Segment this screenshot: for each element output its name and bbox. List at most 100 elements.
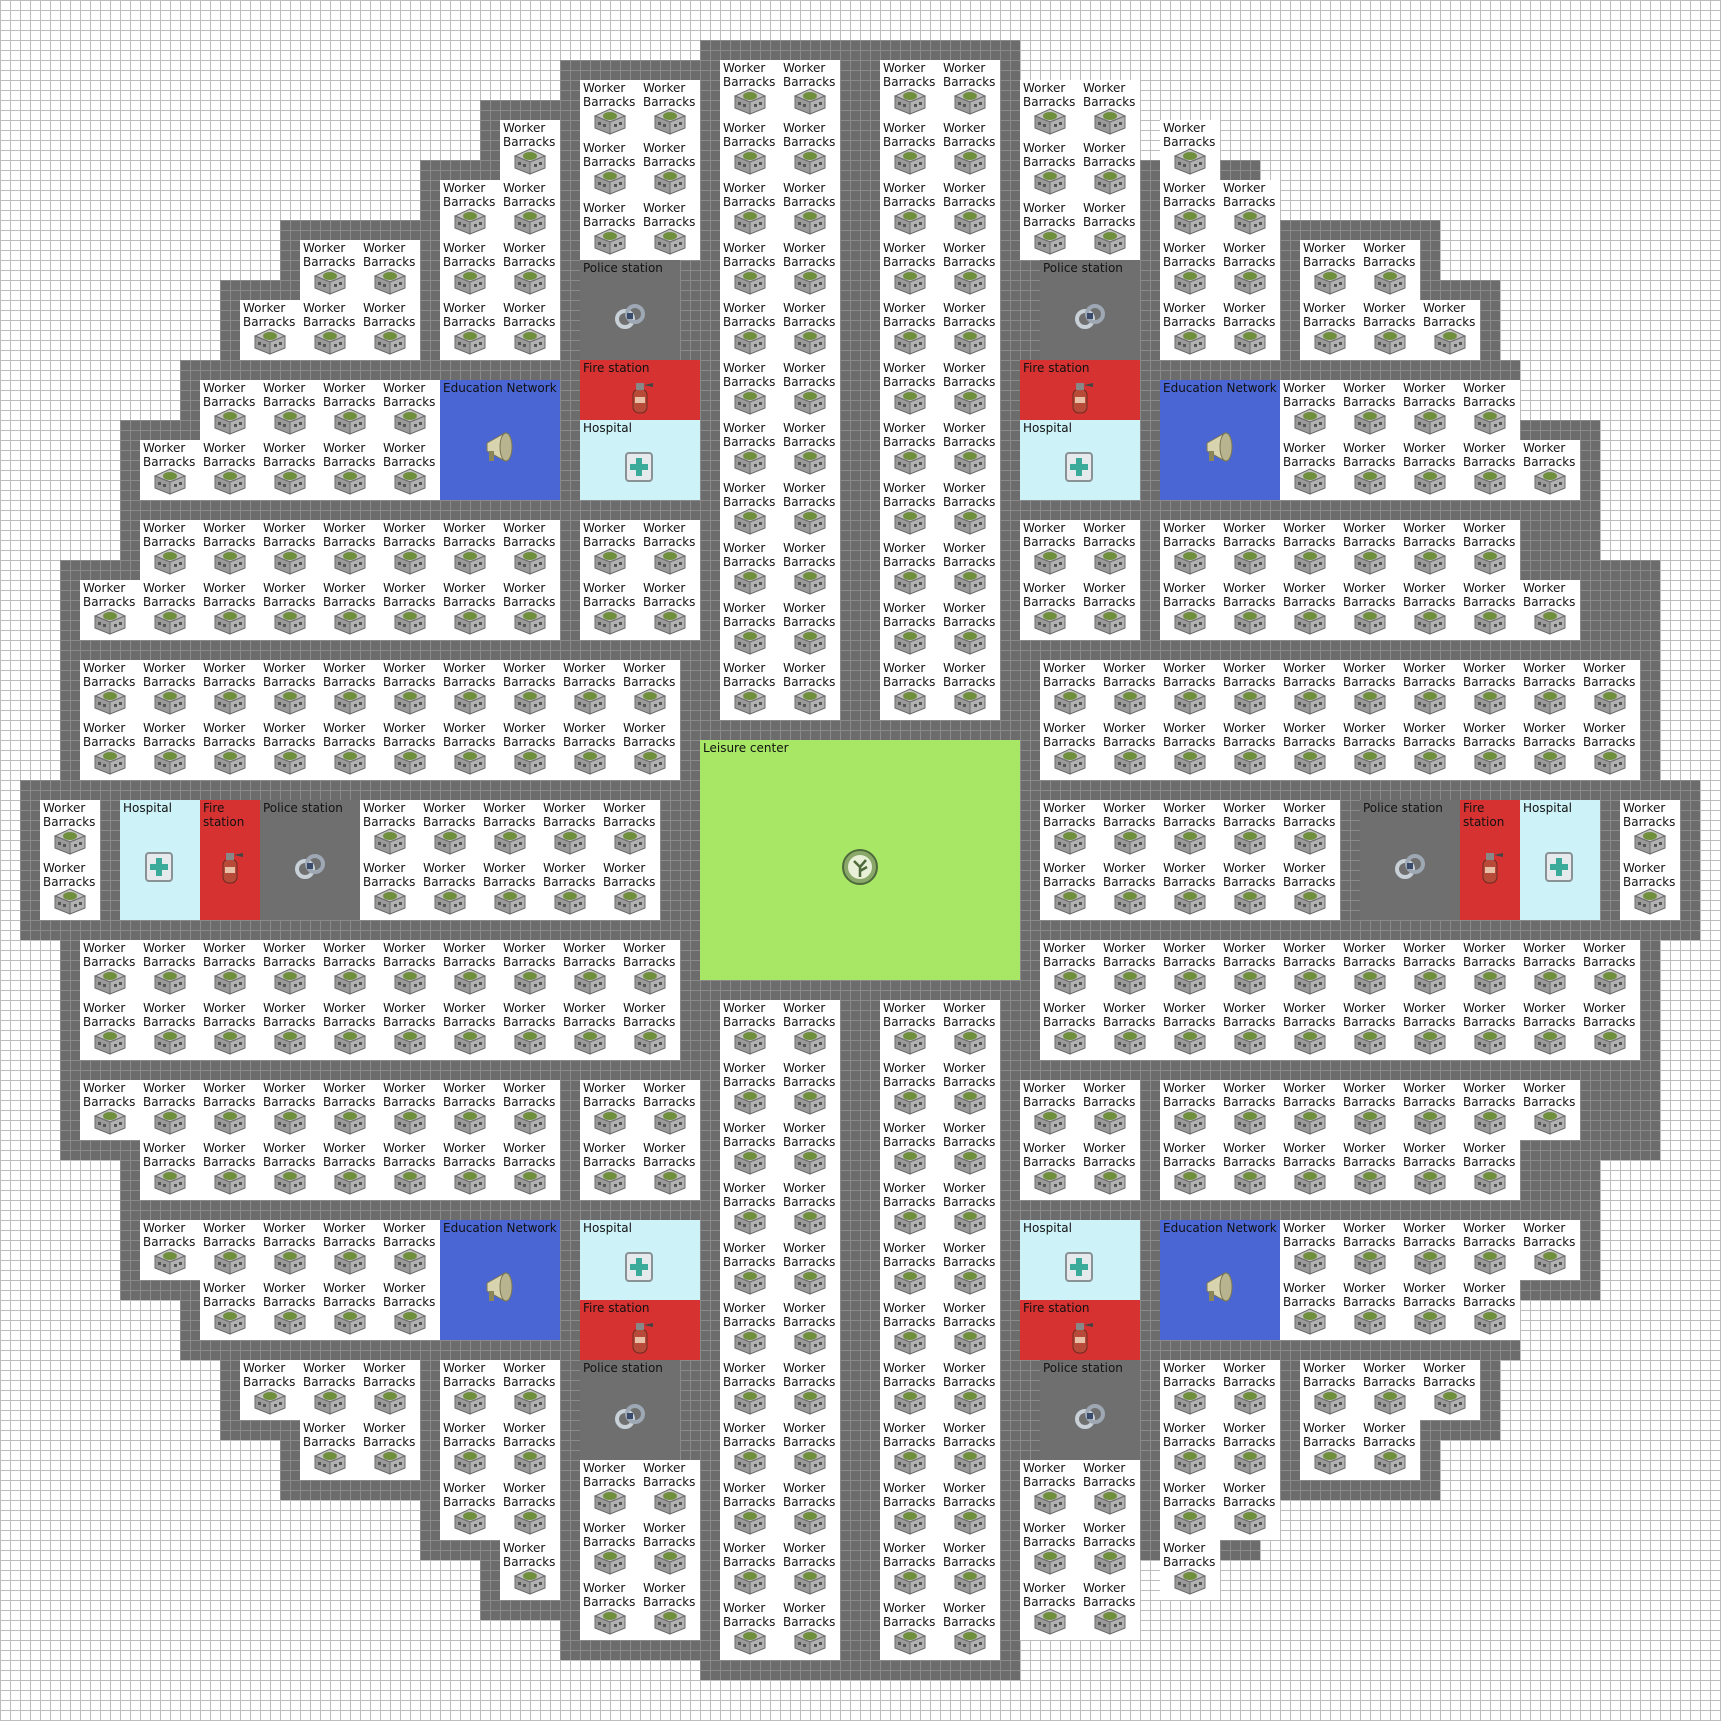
worker-barracks-tile[interactable]: Worker Barracks: [440, 180, 500, 240]
worker-barracks-tile[interactable]: Worker Barracks: [720, 420, 780, 480]
worker-barracks-tile[interactable]: Worker Barracks: [1160, 860, 1220, 920]
worker-barracks-tile[interactable]: Worker Barracks: [140, 1140, 200, 1200]
worker-barracks-tile[interactable]: Worker Barracks: [1280, 720, 1340, 780]
worker-barracks-tile[interactable]: Worker Barracks: [240, 1360, 300, 1420]
worker-barracks-tile[interactable]: Worker Barracks: [640, 200, 700, 260]
worker-barracks-tile[interactable]: Worker Barracks: [260, 660, 320, 720]
worker-barracks-tile[interactable]: Worker Barracks: [720, 60, 780, 120]
worker-barracks-tile[interactable]: Worker Barracks: [780, 240, 840, 300]
worker-barracks-tile[interactable]: Worker Barracks: [780, 120, 840, 180]
worker-barracks-tile[interactable]: Worker Barracks: [140, 940, 200, 1000]
worker-barracks-tile[interactable]: Worker Barracks: [1340, 1000, 1400, 1060]
worker-barracks-tile[interactable]: Worker Barracks: [1280, 1000, 1340, 1060]
worker-barracks-tile[interactable]: Worker Barracks: [880, 1060, 940, 1120]
worker-barracks-tile[interactable]: Worker Barracks: [1220, 1480, 1280, 1540]
worker-barracks-tile[interactable]: Worker Barracks: [1160, 1080, 1220, 1140]
worker-barracks-tile[interactable]: Worker Barracks: [940, 420, 1000, 480]
worker-barracks-tile[interactable]: Worker Barracks: [200, 720, 260, 780]
worker-barracks-tile[interactable]: Worker Barracks: [1080, 1140, 1140, 1200]
worker-barracks-tile[interactable]: Worker Barracks: [940, 1120, 1000, 1180]
worker-barracks-tile[interactable]: Worker Barracks: [1280, 1220, 1340, 1280]
worker-barracks-tile[interactable]: Worker Barracks: [940, 660, 1000, 720]
education-building[interactable]: Education Network: [440, 380, 560, 500]
worker-barracks-tile[interactable]: Worker Barracks: [720, 600, 780, 660]
worker-barracks-tile[interactable]: Worker Barracks: [1400, 1000, 1460, 1060]
worker-barracks-tile[interactable]: Worker Barracks: [620, 1000, 680, 1060]
worker-barracks-tile[interactable]: Worker Barracks: [1460, 1000, 1520, 1060]
worker-barracks-tile[interactable]: Worker Barracks: [1160, 580, 1220, 640]
worker-barracks-tile[interactable]: Worker Barracks: [940, 600, 1000, 660]
worker-barracks-tile[interactable]: Worker Barracks: [1520, 660, 1580, 720]
worker-barracks-tile[interactable]: Worker Barracks: [1300, 240, 1360, 300]
worker-barracks-tile[interactable]: Worker Barracks: [300, 300, 360, 360]
worker-barracks-tile[interactable]: Worker Barracks: [240, 300, 300, 360]
worker-barracks-tile[interactable]: Worker Barracks: [1400, 1280, 1460, 1340]
worker-barracks-tile[interactable]: Worker Barracks: [200, 1000, 260, 1060]
worker-barracks-tile[interactable]: Worker Barracks: [1280, 380, 1340, 440]
worker-barracks-tile[interactable]: Worker Barracks: [780, 480, 840, 540]
worker-barracks-tile[interactable]: Worker Barracks: [500, 940, 560, 1000]
worker-barracks-tile[interactable]: Worker Barracks: [260, 1000, 320, 1060]
worker-barracks-tile[interactable]: Worker Barracks: [780, 1420, 840, 1480]
hospital-building[interactable]: Hospital: [580, 420, 700, 500]
worker-barracks-tile[interactable]: Worker Barracks: [260, 940, 320, 1000]
worker-barracks-tile[interactable]: Worker Barracks: [560, 1000, 620, 1060]
worker-barracks-tile[interactable]: Worker Barracks: [1300, 1420, 1360, 1480]
worker-barracks-tile[interactable]: Worker Barracks: [580, 1140, 640, 1200]
worker-barracks-tile[interactable]: Worker Barracks: [440, 1000, 500, 1060]
worker-barracks-tile[interactable]: Worker Barracks: [1100, 660, 1160, 720]
worker-barracks-tile[interactable]: Worker Barracks: [880, 1360, 940, 1420]
worker-barracks-tile[interactable]: Worker Barracks: [720, 1060, 780, 1120]
worker-barracks-tile[interactable]: Worker Barracks: [1220, 1080, 1280, 1140]
worker-barracks-tile[interactable]: Worker Barracks: [780, 660, 840, 720]
hospital-building[interactable]: Hospital: [120, 800, 200, 920]
worker-barracks-tile[interactable]: Worker Barracks: [1460, 1220, 1520, 1280]
worker-barracks-tile[interactable]: Worker Barracks: [1360, 300, 1420, 360]
worker-barracks-tile[interactable]: Worker Barracks: [360, 1420, 420, 1480]
worker-barracks-tile[interactable]: Worker Barracks: [940, 1300, 1000, 1360]
worker-barracks-tile[interactable]: Worker Barracks: [1360, 240, 1420, 300]
worker-barracks-tile[interactable]: Worker Barracks: [940, 180, 1000, 240]
worker-barracks-tile[interactable]: Worker Barracks: [1160, 300, 1220, 360]
worker-barracks-tile[interactable]: Worker Barracks: [260, 380, 320, 440]
worker-barracks-tile[interactable]: Worker Barracks: [720, 540, 780, 600]
worker-barracks-tile[interactable]: Worker Barracks: [140, 440, 200, 500]
worker-barracks-tile[interactable]: Worker Barracks: [1340, 720, 1400, 780]
worker-barracks-tile[interactable]: Worker Barracks: [880, 240, 940, 300]
worker-barracks-tile[interactable]: Worker Barracks: [580, 200, 640, 260]
worker-barracks-tile[interactable]: Worker Barracks: [880, 1420, 940, 1480]
worker-barracks-tile[interactable]: Worker Barracks: [1040, 860, 1100, 920]
worker-barracks-tile[interactable]: Worker Barracks: [1080, 580, 1140, 640]
worker-barracks-tile[interactable]: Worker Barracks: [780, 180, 840, 240]
worker-barracks-tile[interactable]: Worker Barracks: [80, 580, 140, 640]
worker-barracks-tile[interactable]: Worker Barracks: [880, 1540, 940, 1600]
worker-barracks-tile[interactable]: Worker Barracks: [1100, 940, 1160, 1000]
worker-barracks-tile[interactable]: Worker Barracks: [1280, 440, 1340, 500]
worker-barracks-tile[interactable]: Worker Barracks: [780, 600, 840, 660]
worker-barracks-tile[interactable]: Worker Barracks: [380, 1280, 440, 1340]
worker-barracks-tile[interactable]: Worker Barracks: [440, 520, 500, 580]
worker-barracks-tile[interactable]: Worker Barracks: [1340, 380, 1400, 440]
worker-barracks-tile[interactable]: Worker Barracks: [440, 1420, 500, 1480]
worker-barracks-tile[interactable]: Worker Barracks: [580, 1520, 640, 1580]
worker-barracks-tile[interactable]: Worker Barracks: [1220, 1420, 1280, 1480]
worker-barracks-tile[interactable]: Worker Barracks: [720, 1240, 780, 1300]
worker-barracks-tile[interactable]: Worker Barracks: [1520, 1080, 1580, 1140]
worker-barracks-tile[interactable]: Worker Barracks: [1340, 940, 1400, 1000]
worker-barracks-tile[interactable]: Worker Barracks: [440, 300, 500, 360]
worker-barracks-tile[interactable]: Worker Barracks: [1040, 940, 1100, 1000]
worker-barracks-tile[interactable]: Worker Barracks: [140, 580, 200, 640]
worker-barracks-tile[interactable]: Worker Barracks: [500, 1540, 560, 1600]
worker-barracks-tile[interactable]: Worker Barracks: [1420, 300, 1480, 360]
worker-barracks-tile[interactable]: Worker Barracks: [500, 1480, 560, 1540]
worker-barracks-tile[interactable]: Worker Barracks: [880, 540, 940, 600]
worker-barracks-tile[interactable]: Worker Barracks: [880, 420, 940, 480]
worker-barracks-tile[interactable]: Worker Barracks: [500, 520, 560, 580]
worker-barracks-tile[interactable]: Worker Barracks: [540, 860, 600, 920]
worker-barracks-tile[interactable]: Worker Barracks: [1220, 520, 1280, 580]
worker-barracks-tile[interactable]: Worker Barracks: [1100, 1000, 1160, 1060]
worker-barracks-tile[interactable]: Worker Barracks: [380, 940, 440, 1000]
worker-barracks-tile[interactable]: Worker Barracks: [1400, 520, 1460, 580]
worker-barracks-tile[interactable]: Worker Barracks: [80, 660, 140, 720]
worker-barracks-tile[interactable]: Worker Barracks: [1520, 720, 1580, 780]
